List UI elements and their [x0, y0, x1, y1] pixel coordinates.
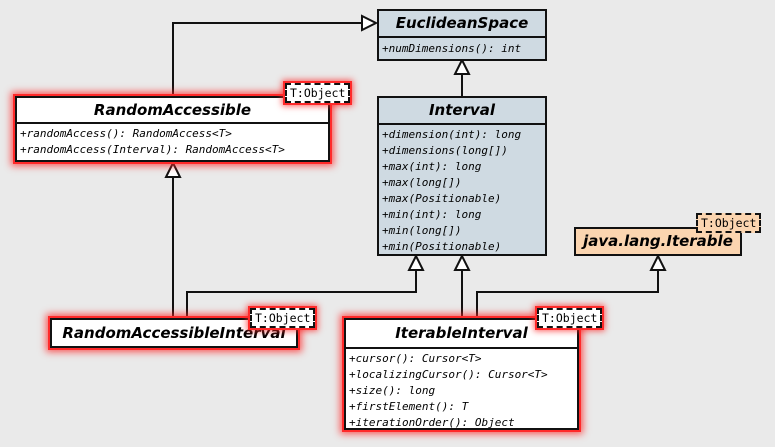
class-interval: Interval +dimension(int): long +dimensio… [377, 96, 547, 256]
operations-list: +numDimensions(): int [379, 36, 545, 58]
class-name: java.lang.Iterable [583, 232, 733, 250]
operation: +max(int): long [382, 160, 482, 173]
type-parameter-badge: T:Object [537, 308, 603, 328]
class-name: EuclideanSpace [395, 14, 529, 32]
operation: +min(long[]) [382, 224, 462, 237]
arrowhead-interval-left [407, 253, 425, 271]
operation: +max(Positionable) [382, 192, 502, 205]
type-parameter-badge: T:Object [696, 213, 762, 233]
operation: +dimension(int): long [382, 128, 522, 141]
operation: +iterationOrder(): Object [349, 416, 515, 429]
edge-randomaccessible-to-euclideanspace [172, 22, 362, 96]
class-name: Interval [428, 101, 496, 119]
operation: +dimensions(long[]) [382, 144, 508, 157]
operation: +min(Positionable) [382, 240, 502, 253]
operation: +firstElement(): T [349, 400, 469, 413]
class-random-accessible: RandomAccessible +randomAccess(): Random… [15, 96, 330, 162]
arrowhead-randomaccessible-bottom [164, 160, 182, 178]
arrowhead-euclideanspace-bottom [453, 57, 471, 75]
operation: +localizingCursor(): Cursor<T> [349, 368, 548, 381]
arrowhead-iterable-bottom [649, 253, 667, 271]
class-name: RandomAccessible [93, 101, 252, 119]
edge-rai-to-interval [186, 270, 417, 318]
operation: +randomAccess(Interval): RandomAccess<T> [20, 143, 285, 156]
class-name: IterableInterval [395, 324, 528, 342]
operations-list: +dimension(int): long +dimensions(long[]… [379, 123, 545, 256]
operations-list: +cursor(): Cursor<T> +localizingCursor()… [346, 347, 577, 432]
operation: +min(int): long [382, 208, 482, 221]
class-euclidean-space: EuclideanSpace +numDimensions(): int [377, 9, 547, 61]
operation: +cursor(): Cursor<T> [349, 352, 482, 365]
type-parameter-badge: T:Object [285, 83, 351, 103]
type-parameter-badge: T:Object [250, 308, 316, 328]
class-iterable-interval: IterableInterval +cursor(): Cursor<T> +l… [344, 318, 579, 430]
operation: +max(long[]) [382, 176, 462, 189]
operations-list: +randomAccess(): RandomAccess<T> +random… [17, 122, 328, 159]
edge-iterableinterval-to-iterable [476, 270, 659, 318]
arrowhead-euclideanspace-left [361, 14, 379, 32]
class-name: RandomAccessibleInterval [62, 324, 286, 342]
operation: +numDimensions(): int [382, 42, 522, 55]
operation: +randomAccess(): RandomAccess<T> [20, 127, 232, 140]
operation: +size(): long [349, 384, 436, 397]
arrowhead-interval-right [453, 253, 471, 271]
